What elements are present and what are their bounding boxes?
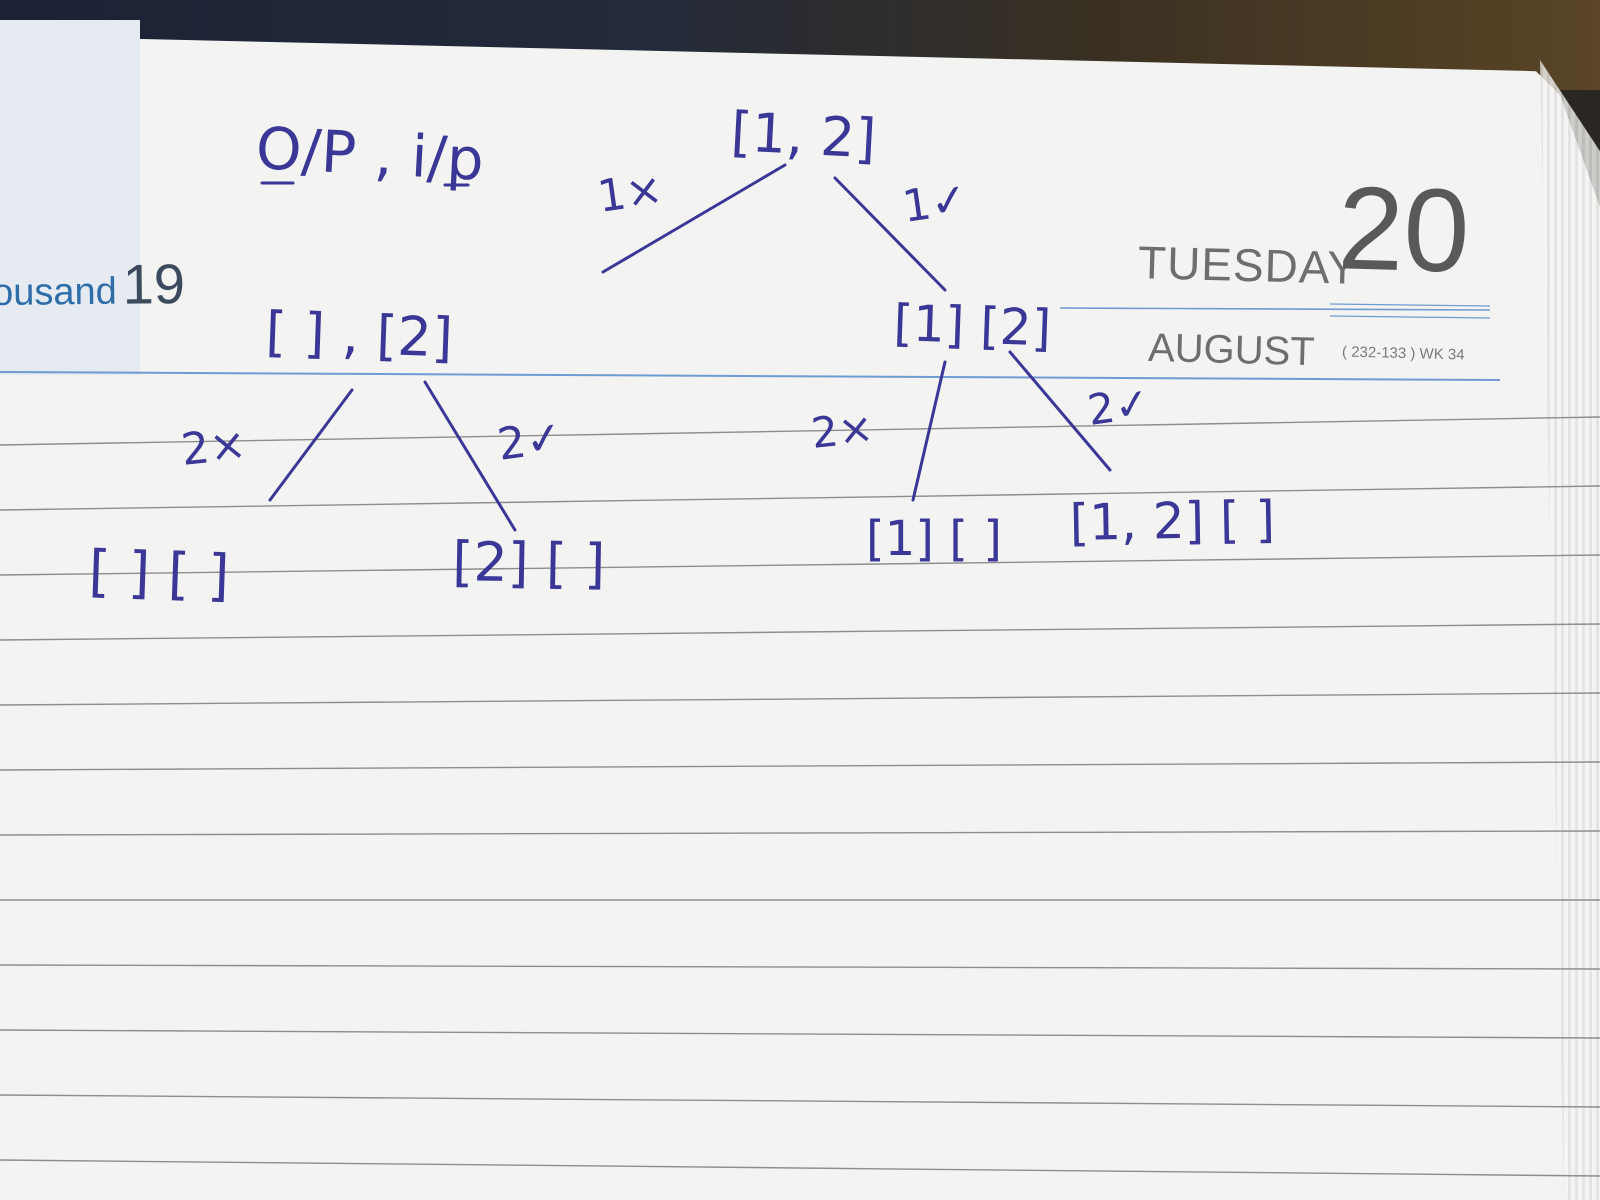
left-right-edge-label: 2✓ — [494, 411, 565, 471]
leaf-node-3: [1] [ ] — [866, 511, 1002, 567]
diary-page — [0, 35, 1600, 1200]
edge-left-left — [268, 388, 354, 502]
ruled-line — [0, 1094, 1600, 1108]
left-node: [ ] , [2] — [265, 300, 454, 369]
date-underline — [1329, 303, 1491, 307]
left-edge-label: 1× — [594, 163, 665, 223]
right-left-edge-label: 2× — [809, 403, 876, 458]
date-divider-line — [1059, 307, 1491, 311]
root-node: [1, 2] — [729, 100, 877, 171]
leaf-node-1: [ ] [ ] — [88, 539, 231, 609]
leaf-node-2: [2] [ ] — [452, 530, 606, 596]
date-underline-2 — [1329, 315, 1491, 319]
header-divider-line — [0, 371, 1501, 381]
ruled-line — [0, 623, 1600, 641]
edge-root-left — [601, 163, 787, 274]
right-right-edge-label: 2✓ — [1085, 378, 1153, 435]
ruled-line — [0, 485, 1600, 511]
ruled-line — [0, 416, 1600, 446]
ruled-line — [0, 554, 1600, 576]
ruled-line — [0, 761, 1600, 771]
right-node: [1] [2] — [893, 294, 1052, 357]
edge-left-right — [423, 380, 517, 532]
ruled-line — [0, 1159, 1600, 1177]
previous-day-tab — [0, 20, 140, 375]
edge-right-right — [1008, 350, 1112, 472]
ruled-line — [0, 1029, 1600, 1039]
right-edge-label: 1✓ — [899, 173, 970, 233]
leaf-node-4: [1, 2] [ ] — [1069, 490, 1275, 552]
ruled-line — [0, 830, 1600, 836]
edge-root-right — [833, 176, 947, 292]
ruled-line — [0, 692, 1600, 706]
heading-text: O/P , i/p — [254, 114, 485, 194]
edge-right-left — [911, 360, 947, 502]
ruled-line — [0, 964, 1600, 970]
left-left-edge-label: 2× — [179, 418, 249, 476]
